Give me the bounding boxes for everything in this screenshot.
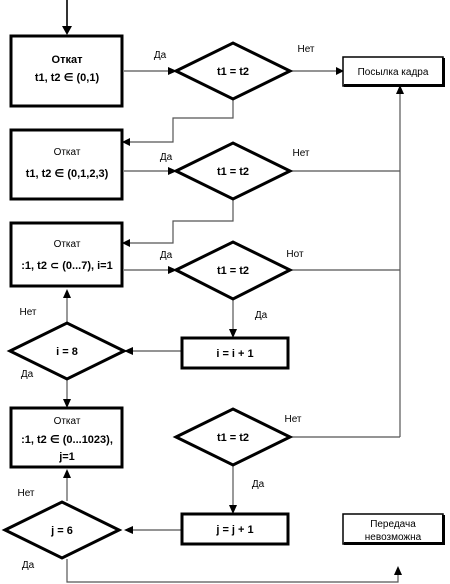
label-yes: Да <box>22 560 35 571</box>
label-yes: Да <box>160 250 173 261</box>
arrowhead <box>63 469 71 478</box>
entry-arrowhead <box>62 26 72 35</box>
label-yes: Да <box>154 50 167 61</box>
arrowhead <box>229 329 237 338</box>
block-increment-j: j = j + 1 <box>180 512 290 546</box>
block-rollback-1: Откат t1, t2 ∈ (0,1) <box>9 34 124 108</box>
block-rollback-2: Откат t1, t2 ∈ (0,1,2,3) <box>9 128 124 201</box>
arrowhead <box>63 399 71 408</box>
block-4-title: Откат <box>54 416 81 427</box>
block-rollback-3: Откат :1, t2 ⊂ (0...7), i=1 <box>9 221 124 288</box>
arrowhead <box>168 266 177 274</box>
block-rollback-4: Откат :1, t2 ∈ (0...1023), j=1 <box>9 406 124 469</box>
block-1-title: Откат <box>52 54 84 66</box>
label-no-alt: Нот <box>286 249 304 260</box>
arrowhead <box>168 67 177 75</box>
arrowhead <box>124 347 133 355</box>
arrowhead <box>124 526 133 534</box>
arrowhead <box>336 67 344 75</box>
decision-1: t1 = t2 <box>172 41 294 101</box>
block-4-condition-cont: j=1 <box>58 451 75 463</box>
arrowhead <box>394 566 402 575</box>
decision-i-text: i = 8 <box>56 346 78 358</box>
block-2-title: Откат <box>54 147 81 158</box>
decision-3: t1 = t2 <box>172 240 294 301</box>
connector-d1-b2 <box>128 100 234 143</box>
label-no: Нет <box>297 44 314 55</box>
block-3-title: Откат <box>54 239 81 250</box>
increment-j-text: j = j + 1 <box>215 524 253 536</box>
block-increment-i: i = i + 1 <box>180 336 290 370</box>
decision-2-text: t1 = t2 <box>217 166 249 178</box>
label-no: Нет <box>19 307 36 318</box>
decision-2: t1 = t2 <box>172 141 294 201</box>
label-yes: Да <box>160 152 173 163</box>
fail-text-line1: Передача <box>370 519 416 530</box>
block-4-condition: :1, t2 ∈ (0...1023), <box>21 434 113 446</box>
decision-j: j = 6 <box>1 500 123 560</box>
label-yes: Да <box>252 479 265 490</box>
fail-text-line2: невозможна <box>365 532 422 543</box>
increment-i-text: i = i + 1 <box>216 348 253 360</box>
terminal-transfer-impossible: Передача невозможна <box>342 513 445 545</box>
send-frame-text: Посылка кадра <box>358 67 429 78</box>
label-yes: Да <box>21 369 34 380</box>
arrowhead <box>122 239 130 247</box>
arrowhead <box>122 138 130 146</box>
label-no: Нет <box>17 488 34 499</box>
decision-j-text: j = 6 <box>50 525 73 537</box>
connector-dj-fail <box>66 559 399 583</box>
arrowhead <box>396 85 404 94</box>
decision-4-text: t1 = t2 <box>217 432 249 444</box>
terminal-send-frame: Посылка кадра <box>342 56 445 87</box>
block-2-condition: t1, t2 ∈ (0,1,2,3) <box>26 168 109 180</box>
decision-4: t1 = t2 <box>172 407 294 467</box>
block-3-condition: :1, t2 ⊂ (0...7), i=1 <box>21 260 112 272</box>
label-no: Нет <box>284 414 301 425</box>
arrowhead <box>168 167 177 175</box>
arrowhead <box>229 505 237 514</box>
decision-1-text: t1 = t2 <box>217 66 249 78</box>
arrowhead <box>63 289 71 298</box>
decision-3-text: t1 = t2 <box>217 265 249 277</box>
label-no: Нет <box>292 148 309 159</box>
label-yes: Да <box>255 310 268 321</box>
connector-d2-b3 <box>128 200 234 244</box>
decision-i: i = 8 <box>6 321 128 381</box>
block-1-condition: t1, t2 ∈ (0,1) <box>35 72 100 84</box>
